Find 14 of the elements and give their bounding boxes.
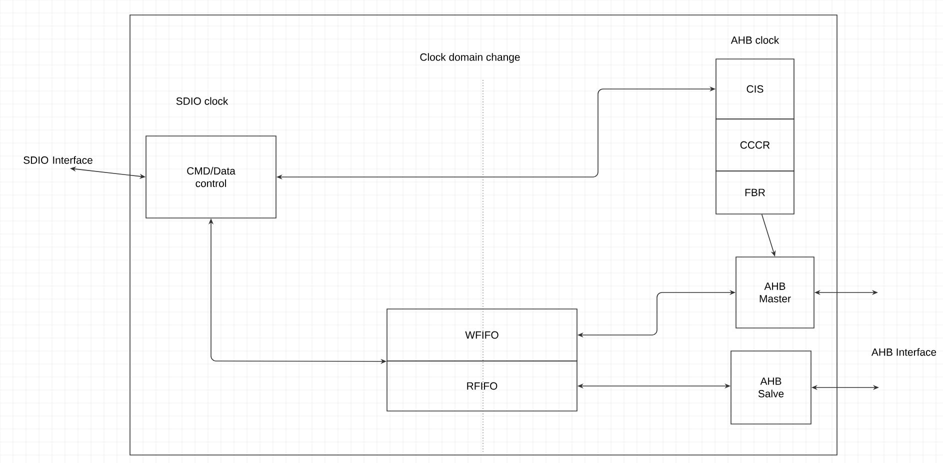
chip-boundary-box (130, 14, 838, 456)
block-box: WFIFO (386, 308, 578, 362)
text-label: AHB Interface (871, 348, 936, 356)
block-box: RFIFO (386, 360, 578, 412)
block-box: AHB Salve (730, 350, 812, 424)
text-label: Clock domain change (420, 53, 520, 63)
text-label: AHB clock (730, 36, 780, 44)
block-box: AHB Master (736, 256, 814, 328)
block-box: CMD/Data control (146, 136, 276, 218)
text-label: SDIO clock (176, 97, 228, 105)
block-box: CIS (716, 58, 794, 120)
block-box: FBR (716, 170, 794, 214)
text-label: SDIO Interface (24, 156, 92, 164)
block-box: CCCR (716, 118, 794, 172)
